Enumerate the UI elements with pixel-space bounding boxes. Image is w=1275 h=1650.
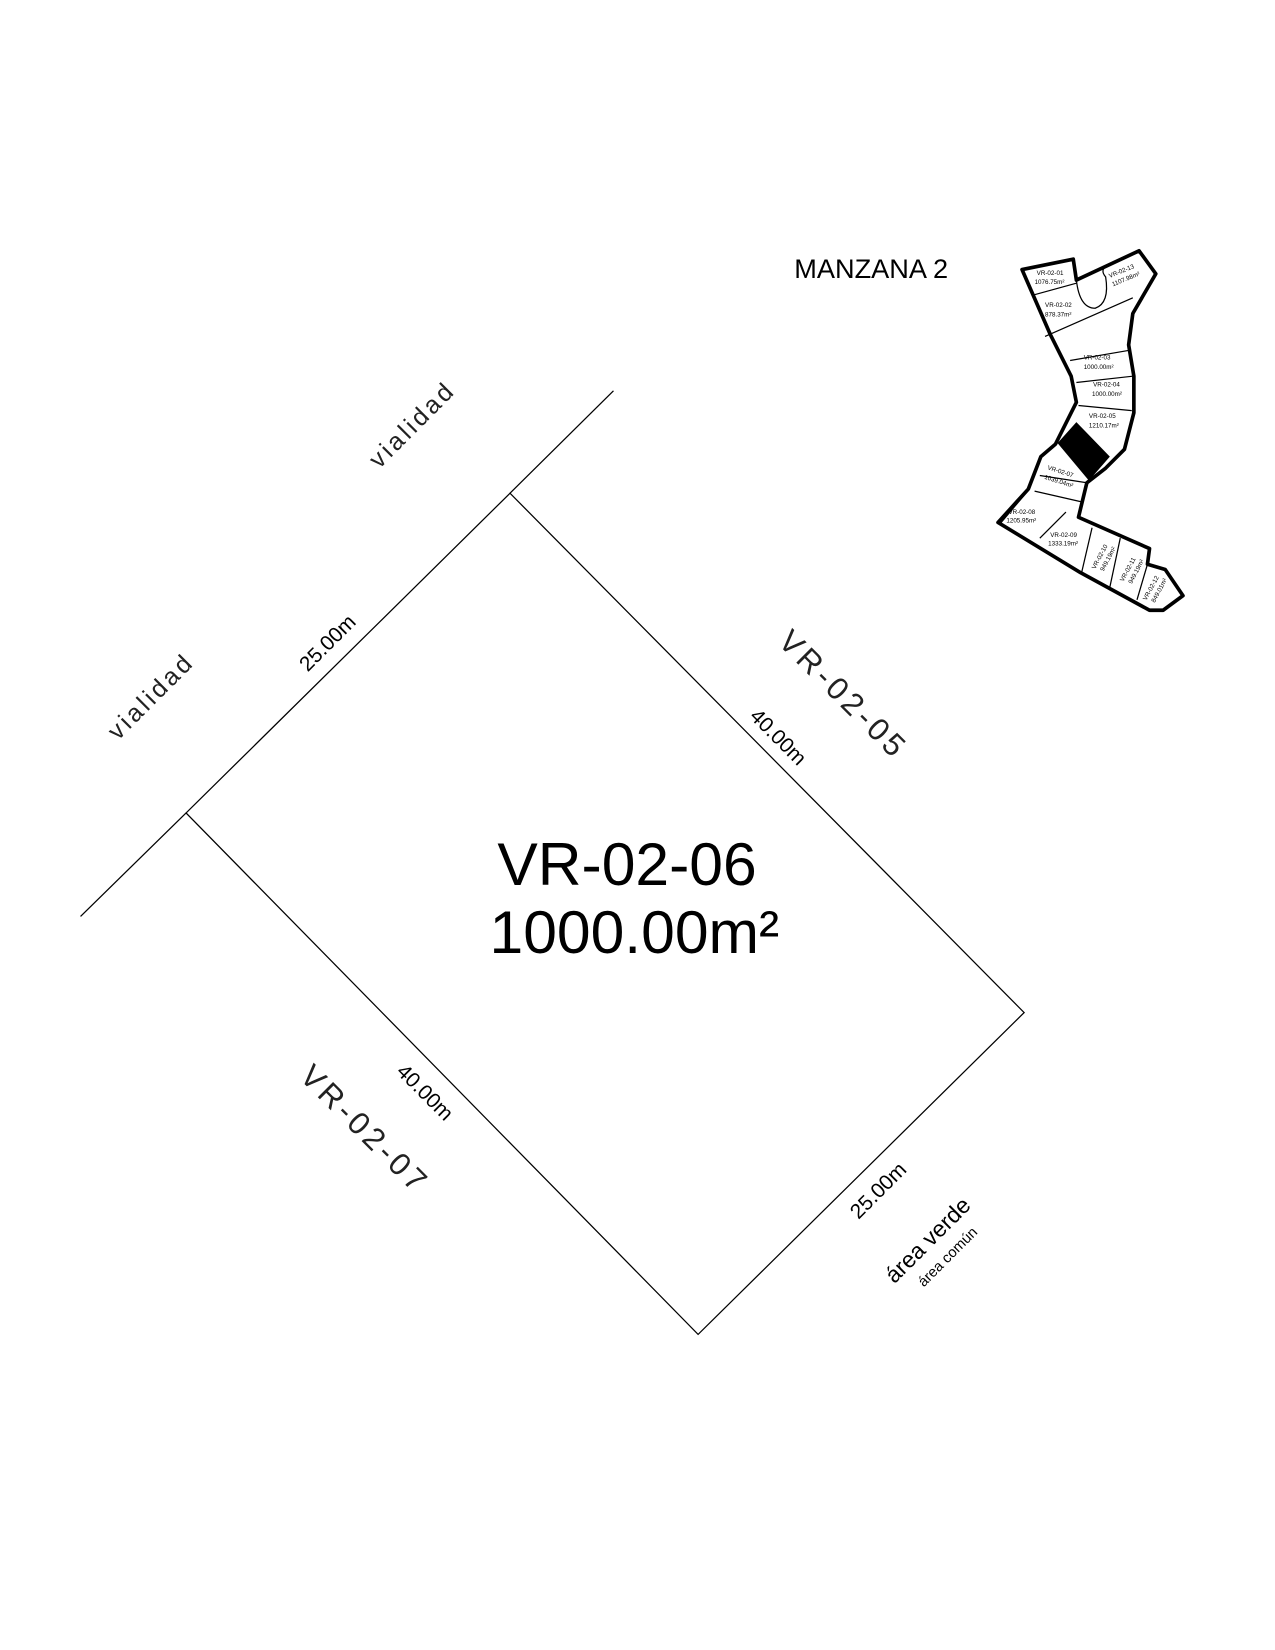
inset-lot-label: 1000.00m²: [1092, 391, 1122, 398]
inset-lot-label: VR-02-02: [1045, 302, 1072, 309]
dimension-front: 25.00m: [295, 611, 361, 677]
dimension-left: 40.00m: [392, 1060, 458, 1126]
inset-lot-label: 1210.17m²: [1089, 422, 1119, 429]
inset-lot-label: 1000.00m²: [1084, 364, 1114, 371]
road-label-left: vialidad: [102, 648, 200, 746]
road-line-left: [80, 812, 187, 917]
dimension-back: 25.00m: [846, 1158, 912, 1224]
inset-lot-label: 1076.75m²: [1035, 279, 1065, 286]
inset-lot-label: VR-02-03: [1084, 354, 1111, 361]
inset-highlight-lot: [1057, 422, 1110, 481]
road-line-top: [509, 390, 614, 494]
road-label-top: vialidad: [364, 376, 462, 474]
inset-lot-label: 878.37m²: [1045, 312, 1071, 319]
inset-lot-label: VR-02-01: [1037, 270, 1064, 277]
inset-lot-label: 1333.19m²: [1048, 540, 1078, 547]
lot-area: 1000.00m²: [490, 898, 780, 966]
inset-lot-label: VR-02-09: [1050, 532, 1077, 539]
inset-lot-label: 1205.95m²: [1006, 517, 1036, 524]
inset-map: VR-02-01 1076.75m² VR-02-02 878.37m² VR-…: [996, 248, 1185, 613]
inset-lot-label: VR-02-04: [1093, 382, 1120, 389]
inset-lot-label: VR-02-05: [1089, 413, 1116, 420]
lot-id: VR-02-06: [497, 830, 756, 898]
inset-lot-label: VR-02-08: [1008, 509, 1035, 516]
dimension-right: 40.00m: [745, 705, 811, 771]
lot-boundary: [185, 492, 1026, 1336]
inset-title: MANZANA 2: [794, 253, 948, 284]
